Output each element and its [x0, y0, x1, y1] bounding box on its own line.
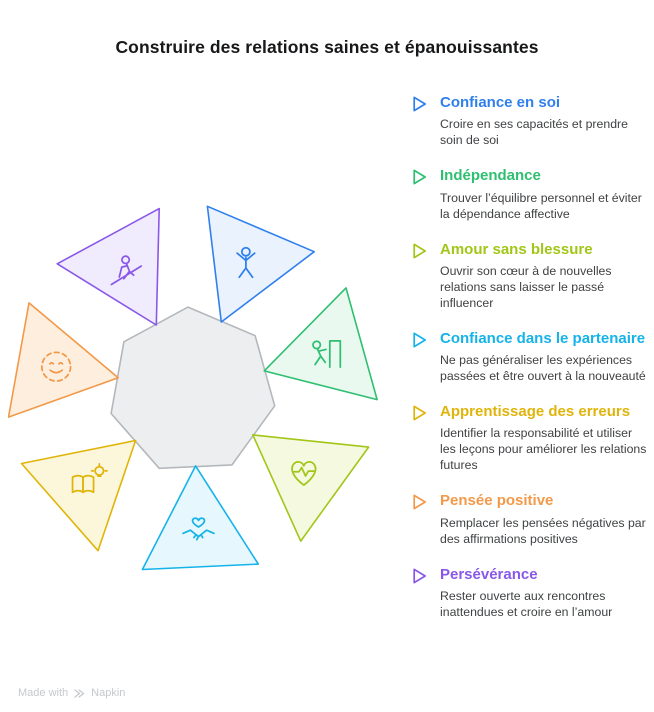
legend-title: Confiance dans le partenaire — [440, 329, 646, 347]
legend-title: Pensée positive — [440, 492, 554, 510]
watermark-text: Made with — [18, 687, 69, 699]
center-heptagon — [110, 306, 276, 470]
legend-item-confiance-en-soi: Confiance en soi Croire en ses capacités… — [409, 94, 647, 149]
legend-item-confiance-dans-le-partenaire: Confiance dans le partenaire Ne pas géné… — [409, 330, 647, 385]
legend-description: Remplacer les pensées négatives par des … — [440, 515, 646, 546]
napkin-logo-icon — [74, 688, 85, 698]
legend-item-independance: Indépendance Trouver l’équilibre personn… — [409, 167, 647, 222]
triangle-bullet-icon — [409, 566, 429, 586]
legend-item-amour-sans-blessure: Amour sans blessure Ouvrir son cœur à de… — [409, 241, 647, 312]
legend-description: Ne pas généraliser les expériences passé… — [440, 353, 646, 384]
legend-description: Ouvrir son cœur à de nouvelles relations… — [440, 263, 612, 310]
legend-text: Confiance en soi Croire en ses capacités… — [440, 94, 647, 149]
wheel-segment-independance — [263, 287, 378, 401]
wheel-triangle-confiance-en-soi — [206, 205, 316, 323]
legend-title: Apprentissage des erreurs — [440, 403, 631, 421]
wheel-segment-perseverance — [56, 207, 160, 326]
wheel-triangle-perseverance — [56, 207, 160, 326]
wheel-triangle-pensee-positive — [8, 302, 119, 418]
triangle-bullet-icon — [409, 167, 429, 187]
triangle-bullet-icon — [409, 492, 429, 512]
wheel-segment-amour-sans-blessure — [252, 434, 370, 542]
legend-description: Croire en ses capacités et prendre soin … — [440, 117, 628, 148]
legend-text: Indépendance Trouver l’équilibre personn… — [440, 167, 647, 222]
wheel-triangle-apprentissage-des-erreurs — [20, 439, 137, 552]
wheel-segment-pensee-positive — [8, 302, 119, 418]
legend-text: Confiance dans le partenaire Ne pas géné… — [440, 330, 647, 385]
legend-title: Confiance en soi — [440, 94, 561, 111]
legend-title: Persévérance — [440, 565, 538, 583]
triangle-bullet-icon — [409, 403, 429, 423]
watermark: Made with Napkin — [18, 687, 125, 699]
triangle-bullet-icon — [409, 330, 429, 350]
legend-title: Indépendance — [440, 167, 541, 185]
legend-text: Amour sans blessure Ouvrir son cœur à de… — [440, 241, 647, 312]
legend-description: Trouver l’équilibre personnel et éviter … — [440, 190, 642, 221]
legend-list: Confiance en soi Croire en ses capacités… — [409, 94, 647, 639]
triangle-bullet-icon — [409, 94, 429, 114]
legend-description: Rester ouverte aux rencontres inattendue… — [440, 588, 613, 619]
page-title: Construire des relations saines et épano… — [115, 37, 539, 57]
legend-text: Persévérance Rester ouverte aux rencontr… — [440, 566, 647, 621]
wheel-triangle-amour-sans-blessure — [252, 434, 370, 542]
relationship-wheel-diagram — [8, 205, 378, 571]
wheel-segment-confiance-dans-le-partenaire — [141, 465, 260, 571]
legend-text: Pensée positive Remplacer les pensées né… — [440, 492, 647, 547]
legend-title: Amour sans blessure — [440, 240, 593, 258]
legend-item-apprentissage-des-erreurs: Apprentissage des erreurs Identifier la … — [409, 403, 647, 474]
wheel-segment-confiance-en-soi — [206, 205, 316, 323]
legend-item-pensee-positive: Pensée positive Remplacer les pensées né… — [409, 492, 647, 547]
triangle-bullet-icon — [409, 241, 429, 261]
legend-text: Apprentissage des erreurs Identifier la … — [440, 403, 647, 474]
wheel-segment-apprentissage-des-erreurs — [20, 439, 137, 552]
legend-item-perseverance: Persévérance Rester ouverte aux rencontr… — [409, 566, 647, 621]
watermark-brand: Napkin — [91, 687, 126, 699]
legend-description: Identifier la responsabilité et utiliser… — [440, 426, 647, 473]
